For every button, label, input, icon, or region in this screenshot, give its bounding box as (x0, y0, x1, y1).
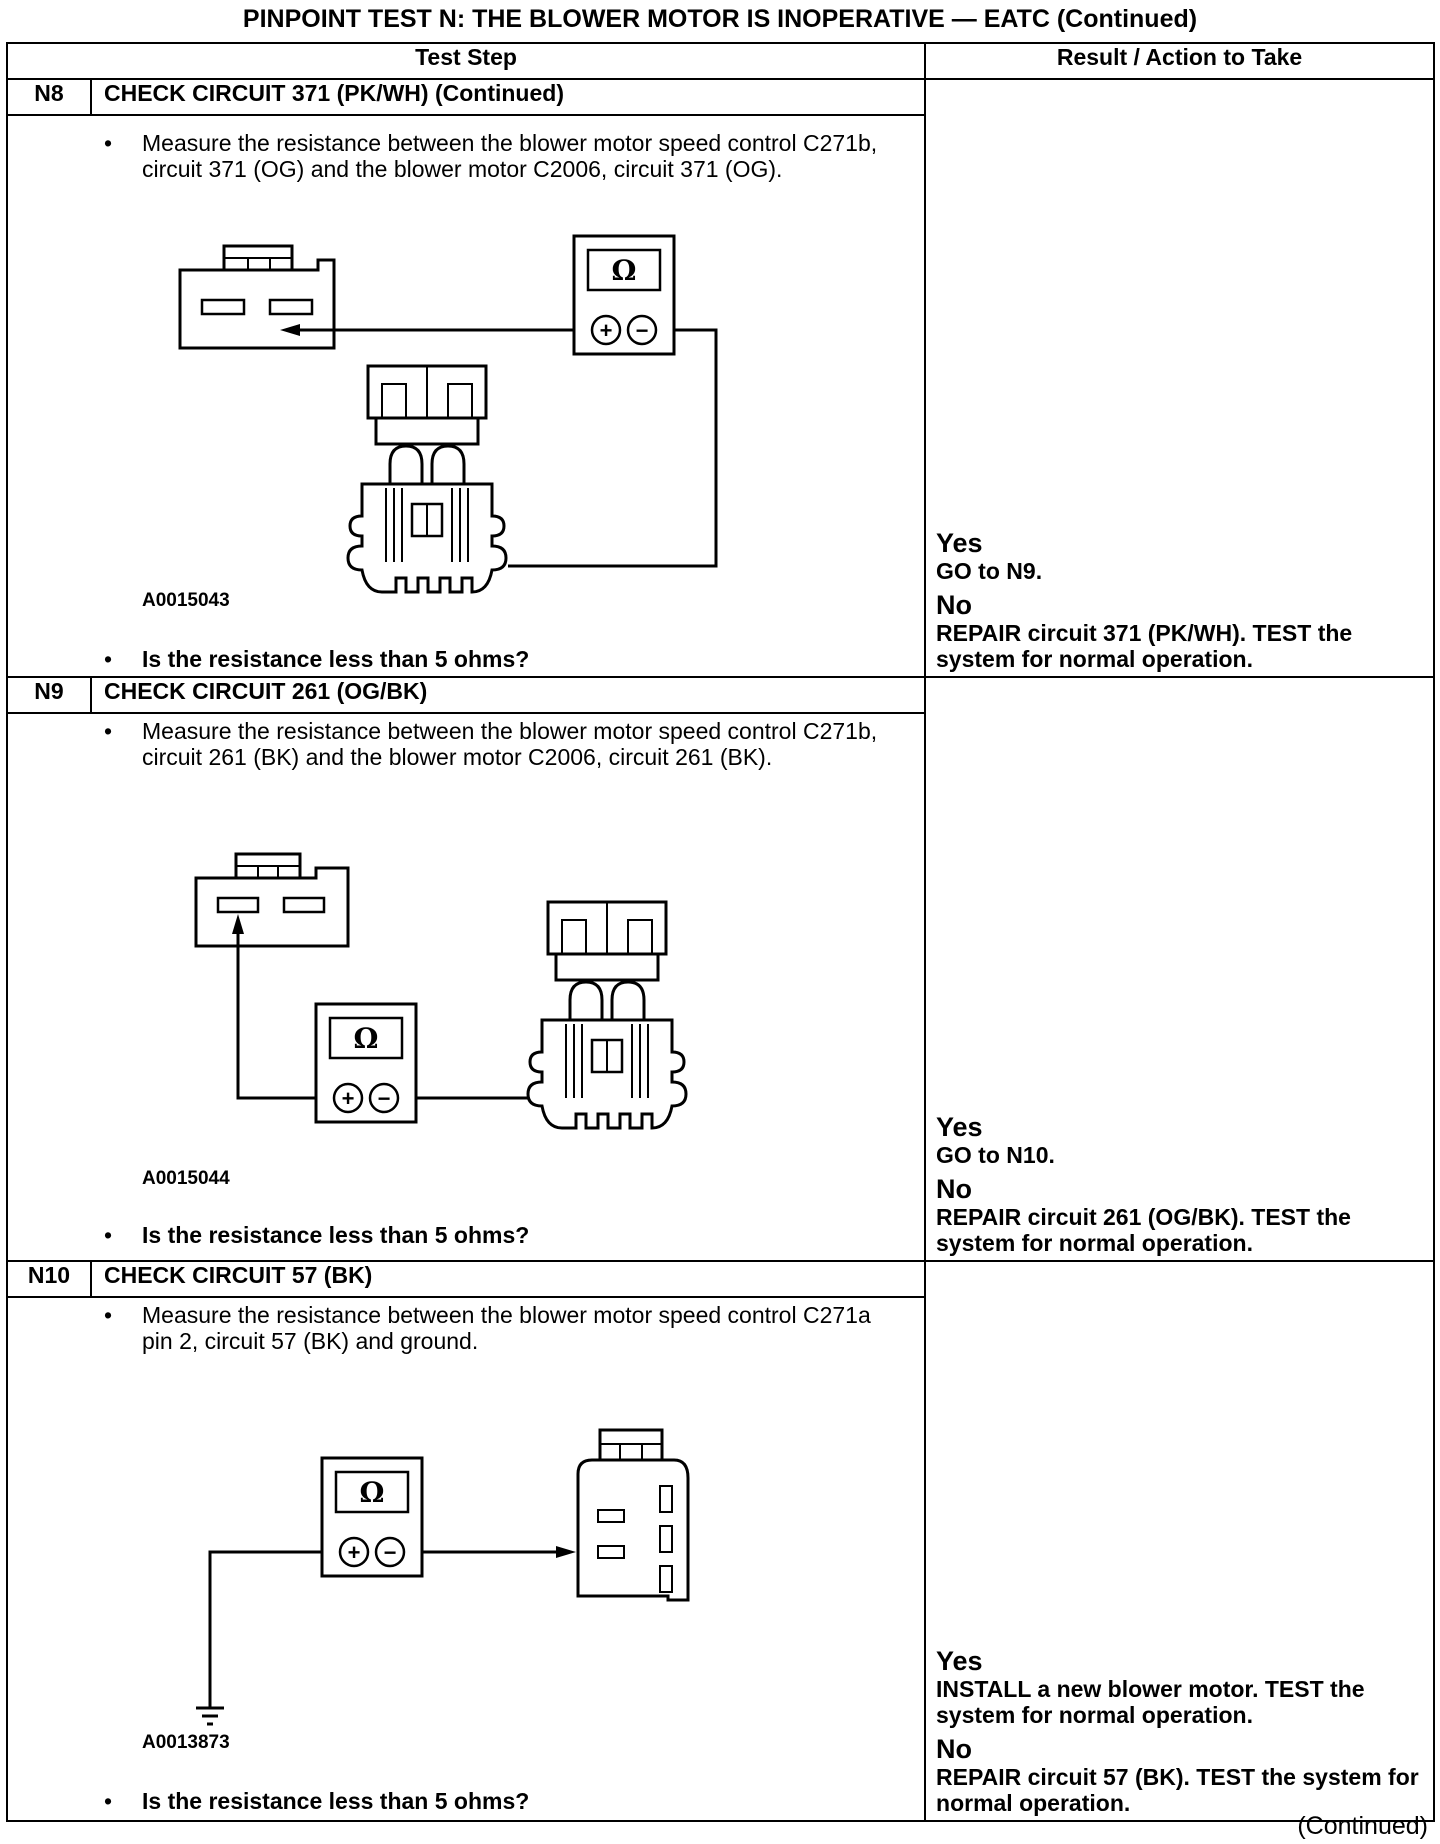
result-yes-ref: N10 (1006, 1142, 1049, 1168)
bullet-icon: • (104, 646, 113, 672)
result-no-label: No (936, 1734, 973, 1764)
result-block: Yes GO to N10. No REPAIR circuit 261 (OG… (936, 1112, 1425, 1256)
wiring-diagram: Ω + − (194, 852, 688, 1130)
minus-terminal: − (636, 318, 649, 343)
result-yes-prefix: GO to (936, 558, 1007, 584)
ohm-symbol: Ω (612, 254, 637, 287)
result-yes-text: GO to N10. (936, 1142, 1425, 1168)
ground-icon (196, 1706, 224, 1726)
bullet-icon: • (104, 1302, 113, 1328)
step-question: Is the resistance less than 5 ohms? (142, 1222, 530, 1248)
blower-motor-connector (526, 900, 688, 1130)
result-yes-prefix: GO to (936, 1142, 1007, 1168)
step-row-n10: N10 CHECK CIRCUIT 57 (BK) Yes INSTALL a … (6, 1260, 1436, 1822)
result-no-text: REPAIR circuit 261 (OG/BK). TEST the sys… (936, 1204, 1425, 1256)
result-cell-n10: Yes INSTALL a new blower motor. TEST the… (924, 1260, 1436, 1822)
blower-motor-connector (346, 364, 508, 594)
result-block: Yes GO to N9. No REPAIR circuit 371 (PK/… (936, 528, 1425, 672)
test-leads (292, 328, 718, 568)
bullet-icon: • (104, 1222, 113, 1248)
result-no-text: REPAIR circuit 371 (PK/WH). TEST the sys… (936, 620, 1353, 672)
result-yes-text: GO to N9. (936, 558, 1425, 584)
step-title: CHECK CIRCUIT 371 (PK/WH) (Continued) (89, 78, 927, 116)
probe-tip-icon (280, 324, 300, 336)
test-leads (208, 1550, 562, 1708)
speed-control-connector (178, 244, 336, 350)
result-yes-label: Yes (936, 1646, 983, 1676)
minus-terminal: − (378, 1086, 391, 1111)
wiring-diagram: Ω + − (178, 234, 718, 594)
step-question: Is the resistance less than 5 ohms? (142, 646, 530, 672)
minus-terminal: − (384, 1540, 397, 1565)
plus-terminal: + (600, 318, 613, 343)
result-no-bold: TEST (1251, 1204, 1311, 1230)
probe-tip-icon (556, 1546, 576, 1558)
result-yes-text: INSTALL a new blower motor. TEST the sys… (936, 1676, 1365, 1728)
page-title: PINPOINT TEST N: THE BLOWER MOTOR IS INO… (242, 5, 1198, 33)
probe-tip-icon (232, 914, 244, 934)
speed-control-connector (194, 852, 350, 948)
step-row-n9: N9 CHECK CIRCUIT 261 (OG/BK) Yes GO to N… (6, 676, 1436, 1262)
result-block: Yes INSTALL a new blower motor. TEST the… (936, 1646, 1425, 1816)
figure-id: A0013873 (142, 1732, 230, 1753)
column-header-test-step: Test Step (5, 42, 927, 80)
bullet-icon: • (104, 130, 113, 156)
step-title: CHECK CIRCUIT 57 (BK) (89, 1260, 927, 1298)
step-body-n10: • Measure the resistance between the blo… (5, 1296, 927, 1822)
result-no-suffix: the system for normal operation. (936, 1204, 1351, 1256)
plus-terminal: + (342, 1086, 355, 1111)
ohm-symbol: Ω (360, 1476, 385, 1509)
ohmmeter: Ω + − (314, 1002, 418, 1124)
ohmmeter: Ω + − (572, 234, 676, 356)
result-no-text: REPAIR circuit 57 (BK). TEST the system … (936, 1764, 1419, 1816)
result-no-label: No (936, 590, 973, 620)
bullet-icon: • (104, 718, 113, 744)
step-question: Is the resistance less than 5 ohms? (142, 1788, 530, 1814)
ohmmeter: Ω + − (320, 1456, 424, 1578)
step-id: N10 (6, 1260, 92, 1298)
speed-control-connector-c271a (576, 1428, 690, 1602)
step-title: CHECK CIRCUIT 261 (OG/BK) (89, 676, 927, 714)
result-cell-n8: Yes GO to N9. No REPAIR circuit 371 (PK/… (924, 78, 1436, 678)
wiring-diagram: Ω + − (196, 1428, 690, 1726)
step-body-row-n10: • Measure the resistance between the blo… (5, 1296, 1434, 1822)
column-header-result: Result / Action to Take (924, 42, 1436, 80)
figure-id: A0015043 (142, 590, 230, 611)
figure-id: A0015044 (142, 1168, 230, 1189)
plus-terminal: + (348, 1540, 361, 1565)
result-yes-ref: N9 (1006, 558, 1036, 584)
step-body-n9: • Measure the resistance between the blo… (5, 712, 927, 1262)
result-yes-suffix: . (1035, 558, 1043, 584)
ohm-symbol: Ω (354, 1022, 379, 1055)
bullet-icon: • (104, 1788, 113, 1814)
result-yes-label: Yes (936, 1112, 983, 1142)
step-instruction: Measure the resistance between the blowe… (142, 1302, 871, 1354)
result-cell-n9: Yes GO to N10. No REPAIR circuit 261 (OG… (924, 676, 1436, 1262)
continued-label: (Continued) (1297, 1812, 1428, 1840)
step-body-n8: • Measure the resistance between the blo… (5, 114, 927, 678)
step-instruction: Measure the resistance between the blowe… (142, 130, 878, 182)
step-id: N8 (6, 78, 92, 116)
step-body-row-n9: • Measure the resistance between the blo… (5, 712, 1434, 1262)
result-yes-suffix: . (1048, 1142, 1055, 1168)
result-yes-label: Yes (936, 528, 983, 558)
table-header-row: Test Step Result / Action to Take (5, 42, 1436, 80)
step-instruction: Measure the resistance between the blowe… (142, 718, 878, 770)
step-body-row-n8: • Measure the resistance between the blo… (5, 114, 1434, 678)
pinpoint-test-table: Test Step Result / Action to Take N8 CHE… (5, 42, 1436, 1822)
test-leads (236, 924, 528, 1100)
step-id: N9 (6, 676, 92, 714)
result-no-prefix: REPAIR circuit 261 (OG/BK). (936, 1204, 1252, 1230)
step-row-n8: N8 CHECK CIRCUIT 371 (PK/WH) (Continued)… (6, 78, 1436, 678)
result-no-label: No (936, 1174, 973, 1204)
